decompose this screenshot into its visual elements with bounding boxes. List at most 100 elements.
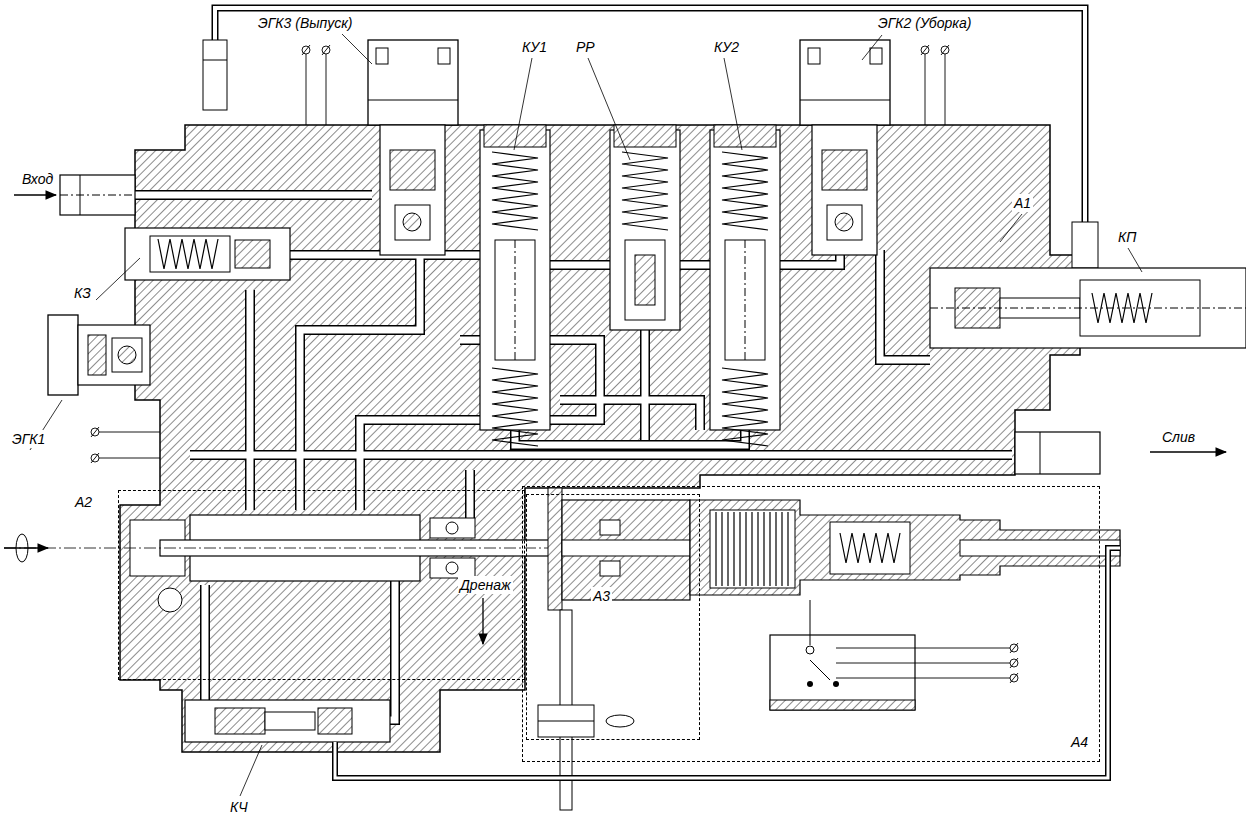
gear-drive xyxy=(548,488,562,610)
wire-terminal xyxy=(1010,658,1018,668)
leader-line xyxy=(30,34,1142,796)
inlet-fitting xyxy=(60,175,135,215)
relief-valve xyxy=(930,308,1246,309)
frequency-valve xyxy=(265,712,315,730)
limit-switch xyxy=(770,635,915,710)
pump-assembly xyxy=(446,522,458,534)
relief-valve xyxy=(930,268,1246,348)
wire-terminal xyxy=(91,453,99,463)
wire-terminal xyxy=(1010,659,1018,667)
solenoid-valve xyxy=(48,315,78,395)
clutch-assembly xyxy=(830,522,910,574)
return-line xyxy=(335,548,1120,778)
wire-terminal xyxy=(302,45,310,55)
assembly-region: А2 xyxy=(118,490,525,680)
external-pipe xyxy=(1072,222,1098,268)
housing xyxy=(120,125,1080,752)
port-label: Вход xyxy=(20,170,55,188)
relief-valve xyxy=(955,288,1000,328)
clutch-assembly xyxy=(690,500,1120,595)
frequency-valve xyxy=(318,708,352,734)
leader-line xyxy=(724,58,742,150)
gear-drive xyxy=(538,721,594,722)
check-valve xyxy=(714,125,776,147)
solenoid-valve xyxy=(800,100,890,101)
valve-label: КЧ xyxy=(228,798,250,816)
clutch-assembly xyxy=(716,512,788,586)
pump-assembly xyxy=(430,558,475,578)
clutch-assembly xyxy=(840,533,900,563)
gear-drive xyxy=(600,520,620,535)
check-valve xyxy=(745,240,746,360)
valve-label: КУ2 xyxy=(712,38,741,56)
solenoid-valve xyxy=(380,125,445,255)
solenoid-valve xyxy=(112,338,142,372)
solenoid-valve xyxy=(48,315,150,395)
solenoid-valve xyxy=(376,48,388,64)
solenoid-valve xyxy=(827,205,862,240)
gear-drive xyxy=(562,500,690,600)
housing xyxy=(120,125,1080,752)
solenoid-valve xyxy=(88,335,106,375)
wire-terminal xyxy=(322,46,330,54)
wire-terminal xyxy=(322,45,330,55)
pressure-reducer xyxy=(635,255,655,305)
limit-switch xyxy=(810,600,811,645)
wire-terminal xyxy=(91,45,1018,683)
wire-terminal xyxy=(91,427,99,437)
limit-switch xyxy=(807,681,813,687)
pump-assembly xyxy=(158,588,182,612)
frequency-valve xyxy=(215,708,265,734)
relief-valve xyxy=(930,268,1246,348)
check-valve xyxy=(480,130,550,430)
limit-switch xyxy=(833,681,839,687)
outlet-fitting xyxy=(1150,451,1226,452)
check-valve xyxy=(710,125,780,446)
pump-assembly xyxy=(16,534,28,562)
check-valve xyxy=(725,240,765,360)
wire-terminal xyxy=(921,45,929,55)
shutoff-valve xyxy=(235,240,270,268)
check-valve xyxy=(492,368,538,446)
solenoid-valve xyxy=(808,48,820,64)
assembly-label: А4 xyxy=(1069,733,1090,751)
clutch-assembly xyxy=(710,510,795,588)
check-valve xyxy=(492,152,538,230)
limit-switch xyxy=(806,646,814,654)
port-label: Слив xyxy=(1160,428,1197,446)
return-line xyxy=(335,548,1120,778)
pressure-reducer xyxy=(625,240,665,320)
check-valve xyxy=(710,130,780,430)
outlet-fitting xyxy=(1040,432,1041,474)
gear-drive xyxy=(606,715,634,727)
shutoff-valve xyxy=(125,228,290,280)
leader-line xyxy=(862,35,882,60)
solenoid-valve xyxy=(800,40,890,125)
gear-drive xyxy=(600,561,620,576)
pressure-reducer xyxy=(610,130,680,330)
shutoff-valve xyxy=(158,239,218,269)
outlet-fitting xyxy=(1015,432,1100,474)
leader-line xyxy=(514,58,532,150)
assembly-label: А3 xyxy=(591,587,612,605)
wire-terminal xyxy=(1010,673,1018,683)
solenoid-valve xyxy=(438,48,450,64)
check-valve xyxy=(515,240,516,360)
return-line xyxy=(335,548,1120,778)
solenoid-valve xyxy=(812,125,877,255)
valve-label: КП xyxy=(1116,228,1138,246)
pump-assembly xyxy=(482,598,483,644)
limit-switch xyxy=(770,600,1010,710)
check-valve xyxy=(722,152,768,230)
pump-assembly xyxy=(446,562,458,574)
clutch-assembly xyxy=(690,500,1120,595)
valve-label: ЭГК1 xyxy=(10,430,47,448)
clutch-assembly xyxy=(960,540,1120,556)
solenoid-valve xyxy=(390,150,435,190)
pressure-reducer xyxy=(622,152,668,230)
wire-terminal xyxy=(91,428,99,436)
valve-label: ЭГК3 (Выпуск) xyxy=(256,14,355,32)
port-label: Дренаж xyxy=(458,576,513,594)
valve-label: КУ1 xyxy=(520,38,549,56)
